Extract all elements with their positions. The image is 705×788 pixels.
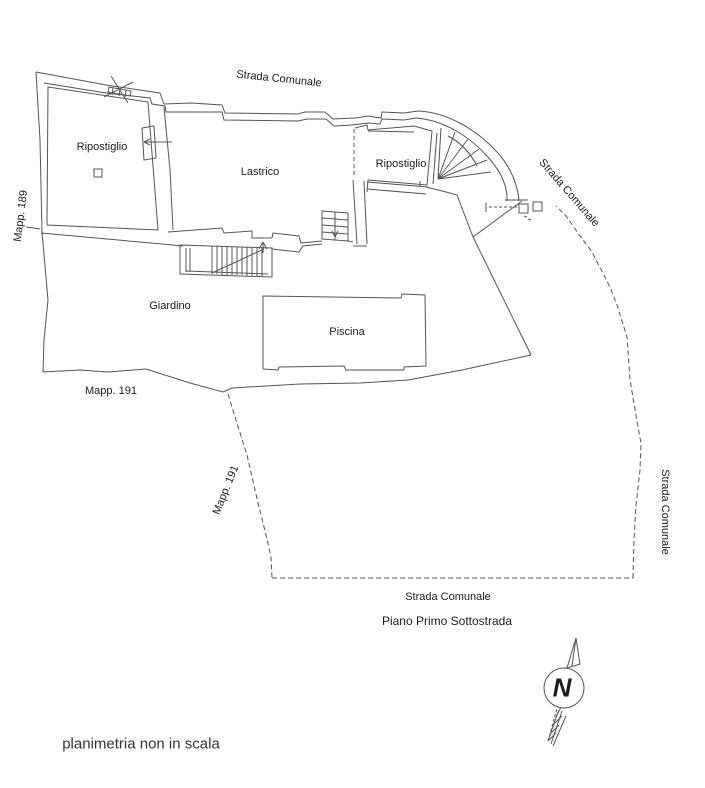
road-label-bottom: Strada Comunale xyxy=(405,591,491,603)
property-boundary-solid xyxy=(25,71,532,393)
staircase-long xyxy=(179,244,273,278)
scale-note: planimetria non in scala xyxy=(62,735,220,753)
gate-detail xyxy=(485,201,543,221)
room-label-storage-right: Ripostiglio xyxy=(375,158,427,170)
property-boundary-dashed xyxy=(227,205,642,579)
room-label-pool: Piscina xyxy=(329,326,365,338)
window-detail xyxy=(103,75,134,104)
floor-title: Piano Primo Sottostrada xyxy=(381,614,513,628)
storage-room-left xyxy=(46,86,174,231)
building-bottom-wall xyxy=(40,179,474,253)
room-label-garden: Giardino xyxy=(149,300,191,312)
parcel-label-mapp-191: Mapp. 191 xyxy=(85,385,137,397)
storage-room-right xyxy=(353,124,433,193)
pool-outline xyxy=(262,293,427,371)
compass-rose xyxy=(543,637,585,747)
room-label-terrace: Lastrico xyxy=(240,166,280,178)
staircase-winder xyxy=(432,127,492,185)
road-label-right-lower: Strada Comunale xyxy=(659,469,671,555)
room-label-storage-left: Ripostiglio xyxy=(76,141,128,153)
building-top-wall xyxy=(35,71,528,202)
compass-north-letter: N xyxy=(552,672,572,703)
staircase-small xyxy=(321,210,349,242)
